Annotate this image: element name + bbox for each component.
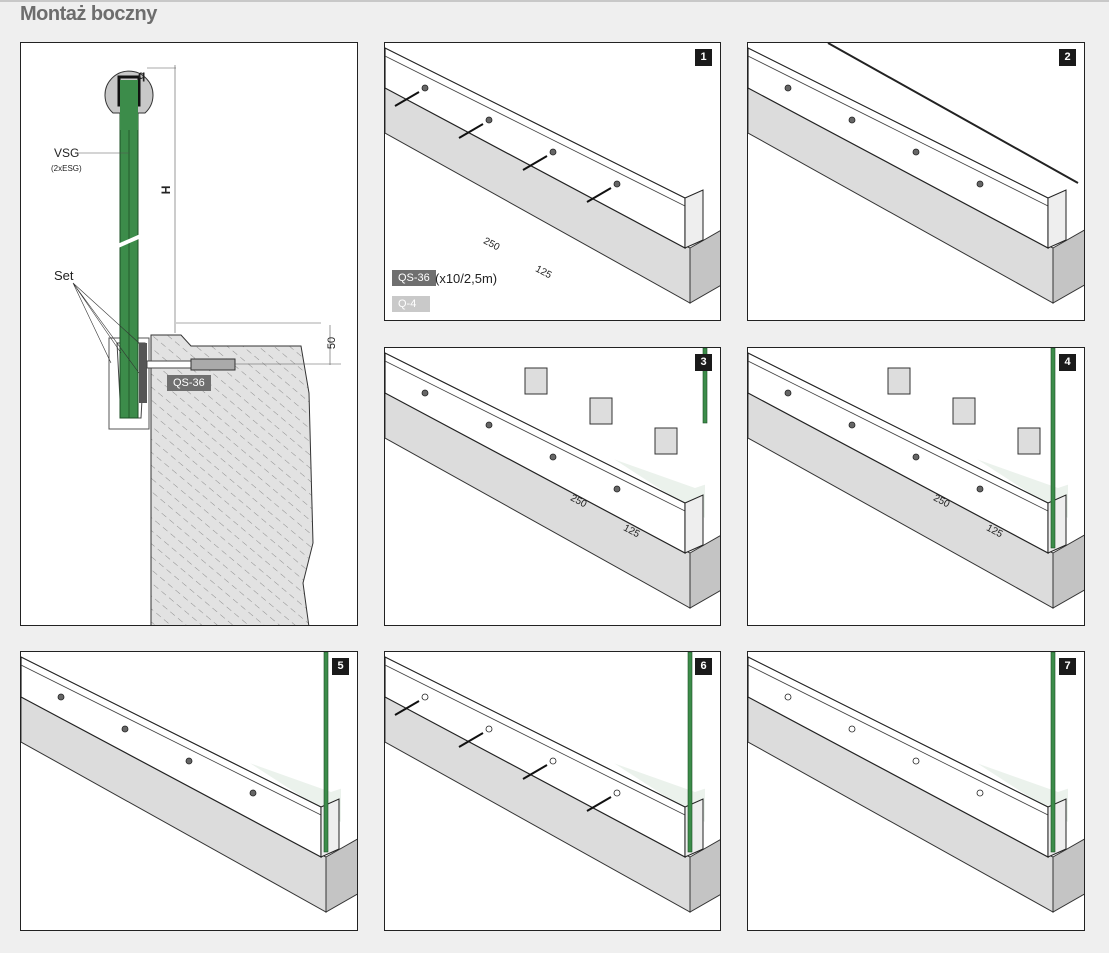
arrow-icon	[394, 700, 420, 716]
screw-hole	[421, 389, 429, 397]
screw-hole	[848, 116, 856, 124]
screw-hole	[912, 148, 920, 156]
step-illustration	[748, 652, 1084, 913]
clamp-set	[887, 367, 911, 395]
step-illustration	[748, 43, 1084, 304]
step-panel-1: 1 250 125 QS-36 (x10/2,5m) Q-4	[384, 42, 721, 321]
screw-hole	[912, 453, 920, 461]
screw-hole	[485, 116, 493, 124]
step-number: 4	[1059, 354, 1076, 371]
screw-hole	[976, 180, 984, 188]
step-panel-3: 3 250 125	[384, 347, 721, 626]
label-set: Set	[54, 268, 74, 283]
tag-qs36: QS-36	[392, 270, 436, 286]
screw-hole	[549, 453, 557, 461]
page-title: Montaż boczny	[20, 3, 157, 25]
step-panel-6: 6	[384, 651, 721, 931]
slab-side-face	[689, 535, 720, 609]
glass-pane	[1050, 652, 1056, 853]
slab-side-face	[325, 838, 357, 913]
clamp-set	[654, 427, 678, 455]
section-drawing	[72, 65, 341, 625]
slab-side-face	[689, 839, 720, 913]
step-panel-5: 5	[20, 651, 358, 931]
arrow-icon	[458, 123, 484, 139]
glass-pane	[702, 348, 708, 424]
arrow-icon	[522, 155, 548, 171]
glass-pane	[687, 652, 693, 853]
step-number: 5	[332, 658, 349, 675]
clamp-set	[1017, 427, 1041, 455]
screw-hole	[784, 84, 792, 92]
screw-hole	[848, 421, 856, 429]
step-illustration	[385, 652, 720, 913]
screw-hole	[613, 789, 621, 797]
step-panel-2: 2	[747, 42, 1085, 321]
screw-hole	[613, 180, 621, 188]
screw-hole	[121, 725, 129, 733]
step-illustration	[21, 652, 357, 913]
glass-pane	[1050, 348, 1056, 549]
step-number: 1	[695, 49, 712, 66]
clamp-set	[952, 397, 976, 425]
screw-hole	[249, 789, 257, 797]
clamp-set	[589, 397, 613, 425]
clamp-set	[524, 367, 548, 395]
step-illustration	[748, 348, 1084, 609]
screw-hole	[57, 693, 65, 701]
slab-side-face	[1052, 534, 1084, 609]
step-illustration	[385, 348, 720, 609]
concrete-slab	[150, 334, 314, 625]
step-number: 3	[695, 354, 712, 371]
screw-hole	[485, 421, 493, 429]
label-h: H	[158, 185, 173, 195]
slab-side-face	[689, 230, 720, 304]
gasket-strip	[827, 43, 1079, 184]
top-rule	[0, 0, 1109, 2]
screw-hole	[485, 725, 493, 733]
quantity-label: (x10/2,5m)	[435, 271, 498, 286]
screw-hole	[784, 693, 792, 701]
screw-hole	[848, 725, 856, 733]
screw-hole	[976, 789, 984, 797]
label-vsg: VSG	[54, 146, 80, 160]
step-illustration	[385, 43, 720, 304]
label-50: 50	[326, 336, 339, 350]
arrow-icon	[394, 91, 420, 107]
tag-q4: Q-4	[392, 296, 430, 312]
arrow-icon	[522, 764, 548, 780]
step-number: 7	[1059, 658, 1076, 675]
screw-hole	[784, 389, 792, 397]
arrow-icon	[586, 187, 612, 203]
arrow-icon	[586, 796, 612, 812]
slab-side-face	[1052, 229, 1084, 304]
screw-hole	[549, 757, 557, 765]
screw-hole	[421, 693, 429, 701]
tag-qs36: QS-36	[167, 375, 211, 391]
label-q: q	[138, 68, 146, 82]
screw-hole	[613, 485, 621, 493]
section-diagram-panel: q VSG (2xESG) H Set 50 QS-36	[20, 42, 358, 626]
screw-hole	[185, 757, 193, 765]
screw-hole	[912, 757, 920, 765]
step-panel-4: 4 250 125	[747, 347, 1085, 626]
screw-hole	[421, 84, 429, 92]
slab-side-face	[1052, 838, 1084, 913]
step-panel-7: 7	[747, 651, 1085, 931]
glass-pane	[323, 652, 329, 853]
step-number: 2	[1059, 49, 1076, 66]
screw-hole	[976, 485, 984, 493]
step-number: 6	[695, 658, 712, 675]
screw-hole	[549, 148, 557, 156]
label-vsg-sub: (2xESG)	[51, 164, 82, 173]
arrow-icon	[458, 732, 484, 748]
